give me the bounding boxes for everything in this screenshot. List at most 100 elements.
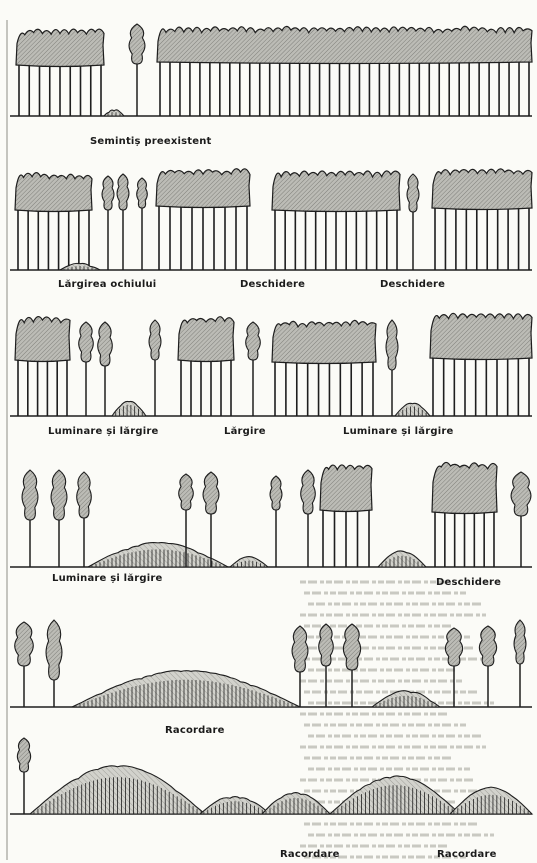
- tree-crown-outline: [272, 171, 400, 212]
- tree-crown-outline: [117, 174, 129, 210]
- mature-stand: [15, 173, 92, 270]
- single-tree: [292, 626, 308, 707]
- regeneration-mound: [112, 401, 146, 416]
- tree-crown-outline: [51, 470, 67, 520]
- single-tree: [343, 624, 360, 707]
- regeneration-mound: [230, 557, 268, 567]
- tree-crown-outline: [22, 470, 38, 520]
- single-tree: [77, 472, 92, 567]
- single-tree: [22, 470, 38, 567]
- mature-stand: [272, 320, 376, 416]
- panel-5-linking: [10, 620, 532, 707]
- single-tree: [79, 322, 94, 416]
- tree-crown-outline: [129, 24, 145, 64]
- panel-4-label-1: Luminare și lărgire: [52, 573, 162, 584]
- tree-crown-outline: [514, 620, 526, 664]
- panel-1-label-1: Semintiș preexistent: [90, 136, 212, 147]
- panel-2-label-2: Deschidere: [240, 279, 305, 290]
- single-tree: [246, 322, 261, 416]
- panel-3-label-1: Luminare și lărgire: [48, 426, 158, 437]
- seedling-canopy-outline: [395, 403, 430, 416]
- tree-crown-outline: [102, 176, 114, 210]
- seedling-canopy-outline: [104, 110, 124, 116]
- panel-5-label-1: Racordare: [165, 725, 225, 736]
- mature-stand: [178, 317, 234, 416]
- mature-stand: [157, 26, 532, 116]
- tree-crown-outline: [79, 322, 94, 362]
- mature-stand: [432, 462, 497, 567]
- tree-crown-outline: [386, 320, 398, 370]
- regeneration-mound: [200, 797, 270, 814]
- tree-crown-outline: [15, 317, 70, 362]
- mature-stand: [16, 29, 104, 116]
- tree-crown-outline: [98, 322, 113, 366]
- tree-crown-outline: [292, 626, 308, 672]
- panel-6-label-1: Racordare: [280, 849, 340, 860]
- regeneration-mound: [60, 263, 100, 270]
- tree-crown-outline: [343, 624, 360, 670]
- single-tree: [319, 624, 334, 707]
- tree-crown-outline: [137, 178, 148, 208]
- regeneration-mound: [72, 671, 300, 707]
- mature-stand: [156, 169, 250, 270]
- tree-crown-outline: [432, 169, 532, 210]
- panel-2-label-3: Deschidere: [380, 279, 445, 290]
- single-tree: [98, 322, 113, 416]
- seedling-canopy-outline: [72, 671, 300, 707]
- single-tree: [46, 620, 62, 707]
- panel-6-label-2: Racordare: [437, 849, 497, 860]
- tree-crown-outline: [15, 622, 34, 666]
- single-tree: [149, 320, 161, 416]
- single-tree: [15, 622, 34, 707]
- tree-crown-outline: [179, 474, 194, 510]
- panel-3-label-3: Luminare și lărgire: [343, 426, 453, 437]
- tree-crown-outline: [407, 174, 419, 212]
- regeneration-mound: [330, 776, 460, 814]
- panel-4-label-2: Deschidere: [436, 577, 501, 588]
- tree-crown-outline: [511, 472, 531, 516]
- single-tree: [407, 174, 419, 270]
- regeneration-mound: [88, 543, 228, 567]
- regeneration-mound: [395, 403, 430, 416]
- tree-crown-outline: [319, 624, 334, 666]
- single-tree: [479, 626, 496, 707]
- single-tree: [270, 476, 282, 567]
- tree-crown-outline: [270, 476, 282, 510]
- tree-crown-outline: [246, 322, 261, 360]
- tree-crown-outline: [77, 472, 92, 518]
- tree-crown-outline: [157, 26, 532, 63]
- single-tree: [203, 472, 219, 567]
- panel-2-gap-opening: [10, 169, 532, 270]
- tree-crown-outline: [320, 465, 372, 512]
- tree-crown-outline: [445, 628, 462, 666]
- panel-1-preexisting-seedlings: [10, 24, 532, 116]
- tree-crown-outline: [430, 313, 532, 359]
- tree-crown-outline: [301, 470, 316, 514]
- tree-crown-outline: [149, 320, 161, 360]
- regeneration-mound: [30, 766, 205, 814]
- mature-stand: [272, 171, 400, 270]
- mature-stand: [430, 313, 532, 416]
- tree-crown-outline: [272, 320, 376, 363]
- single-tree: [511, 472, 531, 567]
- mature-stand: [320, 465, 372, 567]
- single-tree: [17, 738, 30, 814]
- panel-4-release-and-opening: [10, 462, 532, 567]
- panel-3-label-2: Lărgire: [224, 426, 266, 437]
- seedling-canopy-outline: [112, 401, 146, 416]
- single-tree: [386, 320, 398, 416]
- mature-stand: [15, 317, 70, 416]
- panel-3-release-and-widening: [10, 313, 532, 416]
- show-through-text: [300, 582, 494, 857]
- tree-crown-outline: [432, 462, 497, 513]
- regeneration-mound: [104, 110, 124, 116]
- single-tree: [102, 176, 114, 270]
- single-tree: [445, 628, 462, 707]
- tree-crown-outline: [16, 29, 104, 66]
- single-tree: [137, 178, 148, 270]
- single-tree: [117, 174, 129, 270]
- tree-crown-outline: [203, 472, 219, 514]
- tree-crown-outline: [479, 626, 496, 666]
- single-tree: [51, 470, 67, 567]
- seedling-canopy-outline: [88, 543, 228, 567]
